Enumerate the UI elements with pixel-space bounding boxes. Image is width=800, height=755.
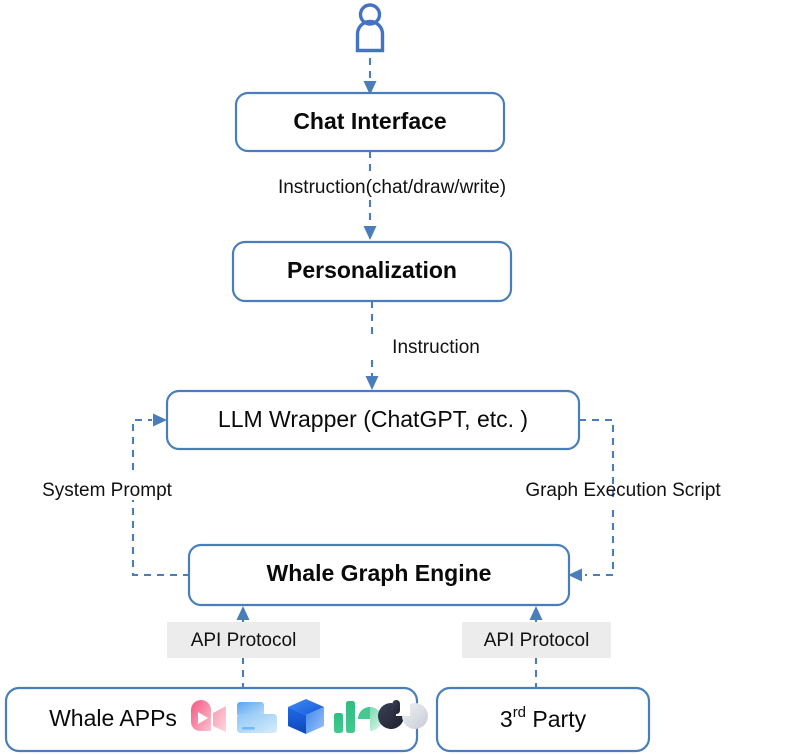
third-party-label: 3rd Party (500, 704, 587, 732)
node-whale-graph-engine[interactable]: Whale Graph Engine (187, 543, 571, 607)
person-icon (355, 3, 385, 53)
edge-label-api-protocol-right: API Protocol (484, 630, 590, 651)
edge-personalization-to-llm (365, 301, 379, 390)
document-icon[interactable] (237, 702, 277, 733)
edge-chat-to-personalization (363, 151, 377, 240)
api-protocol-left-chip (167, 622, 320, 658)
personalization-label: Personalization (287, 257, 457, 283)
third-party-ordinal-suffix: rd (513, 704, 526, 721)
chat-interface-label: Chat Interface (293, 108, 446, 134)
node-whale-apps[interactable]: Whale APPs (4, 686, 419, 753)
third-party-box[interactable] (435, 686, 651, 753)
edge-actor-to-chat (363, 58, 377, 95)
api-protocol-right-chip (462, 622, 611, 658)
edge-api-protocol-left: API Protocol (167, 606, 320, 690)
edge-label-api-protocol-left: API Protocol (191, 630, 297, 651)
edge-label-instruction-chat-draw-write: Instruction(chat/draw/write) (278, 177, 506, 198)
third-party-number: 3 (500, 706, 513, 732)
edge-api-protocol-right: API Protocol (462, 606, 611, 690)
loop-icon[interactable] (378, 700, 428, 729)
node-llm-wrapper[interactable]: LLM Wrapper (ChatGPT, etc. ) (165, 389, 581, 451)
edge-system-prompt (131, 413, 190, 577)
edge-label-instruction: Instruction (392, 337, 480, 358)
whale-graph-engine-label: Whale Graph Engine (267, 560, 492, 586)
edge-label-system-prompt: System Prompt (42, 480, 173, 501)
bar-chart-icon[interactable] (334, 701, 382, 733)
edge-label-graph-execution-script: Graph Execution Script (525, 480, 721, 501)
node-personalization[interactable]: Personalization (231, 240, 513, 303)
llm-wrapper-label: LLM Wrapper (ChatGPT, etc. ) (218, 406, 528, 432)
whale-graph-engine-box[interactable] (187, 543, 571, 607)
third-party-word: Party (526, 706, 587, 732)
node-third-party[interactable]: 3rd Party (435, 686, 651, 753)
video-camera-icon[interactable] (190, 700, 226, 732)
node-chat-interface[interactable]: Chat Interface (234, 91, 506, 153)
cube-icon[interactable] (288, 699, 324, 734)
whale-apps-label: Whale APPs (49, 705, 177, 731)
edge-graph-execution-script (568, 418, 615, 582)
